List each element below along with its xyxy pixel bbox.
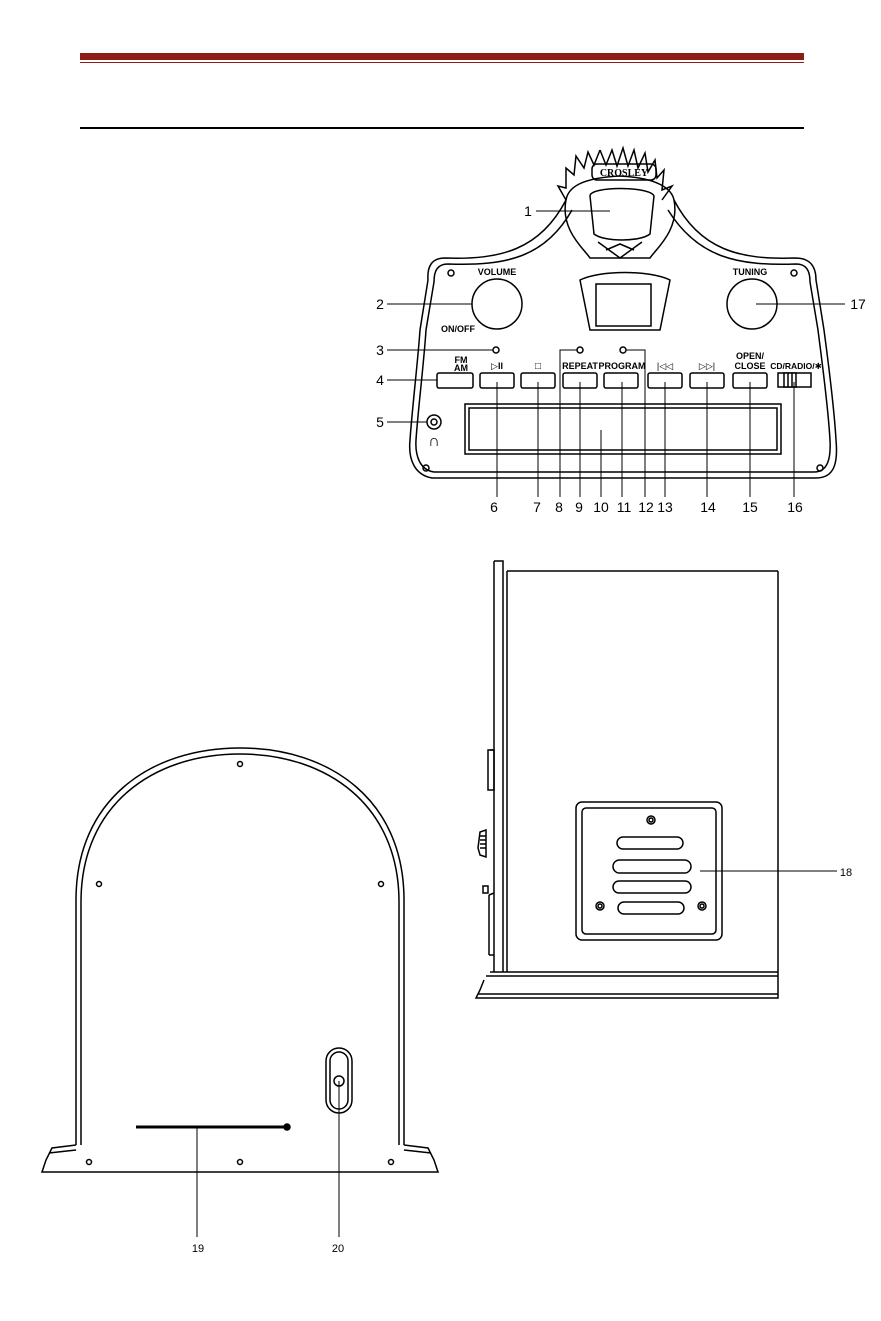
program-label: PROGRAM xyxy=(599,361,646,371)
panel-outline xyxy=(410,200,837,478)
back-base xyxy=(42,1145,438,1172)
callout-13: 13 xyxy=(657,499,673,515)
stop-label: □ xyxy=(535,361,541,372)
callout-14: 14 xyxy=(700,499,716,515)
callout-6: 6 xyxy=(490,499,498,515)
skip-back-label: |◁◁ xyxy=(657,361,673,371)
function-switch-label: CD/RADIO/✱ xyxy=(770,361,822,371)
cabinet-side xyxy=(507,571,777,726)
volume-knob[interactable] xyxy=(472,279,522,329)
grille-slot xyxy=(618,902,684,914)
back-arch-outer xyxy=(76,748,404,1145)
band-am-label: AM xyxy=(454,363,468,373)
volume-label: VOLUME xyxy=(478,267,517,277)
tuning-label: TUNING xyxy=(733,267,768,277)
indicator-led xyxy=(620,347,626,353)
callout-19: 19 xyxy=(192,1243,204,1255)
open-label: OPEN/ xyxy=(736,351,765,361)
skip-forward-label: ▷▷| xyxy=(699,361,715,371)
callout-3: 3 xyxy=(376,342,384,358)
side-base xyxy=(476,972,778,998)
screw xyxy=(389,1160,394,1165)
headphone-jack[interactable] xyxy=(427,415,441,429)
close-label: CLOSE xyxy=(734,361,765,371)
callout-12: 12 xyxy=(638,499,654,515)
crest-brand-text: CROSLEY xyxy=(600,168,649,179)
side-view xyxy=(476,561,778,998)
screw xyxy=(647,816,655,824)
callout-7: 7 xyxy=(533,499,541,515)
grille-slot xyxy=(613,860,691,873)
back-view xyxy=(42,748,438,1172)
headphone-icon: ∩ xyxy=(428,433,440,450)
screw xyxy=(238,762,243,767)
play-pause-label: ▷II xyxy=(491,361,503,371)
band-button[interactable] xyxy=(437,373,473,388)
indicator-led xyxy=(493,347,499,353)
callout-18: 18 xyxy=(840,867,852,879)
callout-15: 15 xyxy=(742,499,758,515)
screw xyxy=(698,902,706,910)
callout-11: 11 xyxy=(617,499,632,515)
screw xyxy=(791,270,797,276)
dial-window xyxy=(580,273,670,331)
front-panel: CROSLEY VOLUME ON/OFF TUNING xyxy=(410,148,837,478)
callout-17: 17 xyxy=(850,296,866,312)
screw xyxy=(238,1160,243,1165)
on-off-label: ON/OFF xyxy=(441,324,475,334)
screw xyxy=(379,882,384,887)
lcd-display xyxy=(465,404,781,454)
screw xyxy=(596,902,604,910)
callout-2: 2 xyxy=(376,296,384,312)
indicator-led xyxy=(577,347,583,353)
callout-1: 1 xyxy=(524,203,532,219)
grille-slot xyxy=(617,837,683,849)
callout-9: 9 xyxy=(575,499,583,515)
callout-8: 8 xyxy=(555,499,563,515)
screw xyxy=(97,882,102,887)
callout-16: 16 xyxy=(787,499,803,515)
callout-20: 20 xyxy=(332,1243,344,1255)
callout-5: 5 xyxy=(376,414,384,430)
screw xyxy=(87,1160,92,1165)
callout-10: 10 xyxy=(593,499,609,515)
grille-slot xyxy=(613,881,691,893)
screw xyxy=(448,270,454,276)
callout-4: 4 xyxy=(376,372,384,388)
program-button[interactable] xyxy=(604,373,638,388)
crest-emblem: CROSLEY xyxy=(558,148,675,258)
repeat-label: REPEAT xyxy=(562,361,598,371)
